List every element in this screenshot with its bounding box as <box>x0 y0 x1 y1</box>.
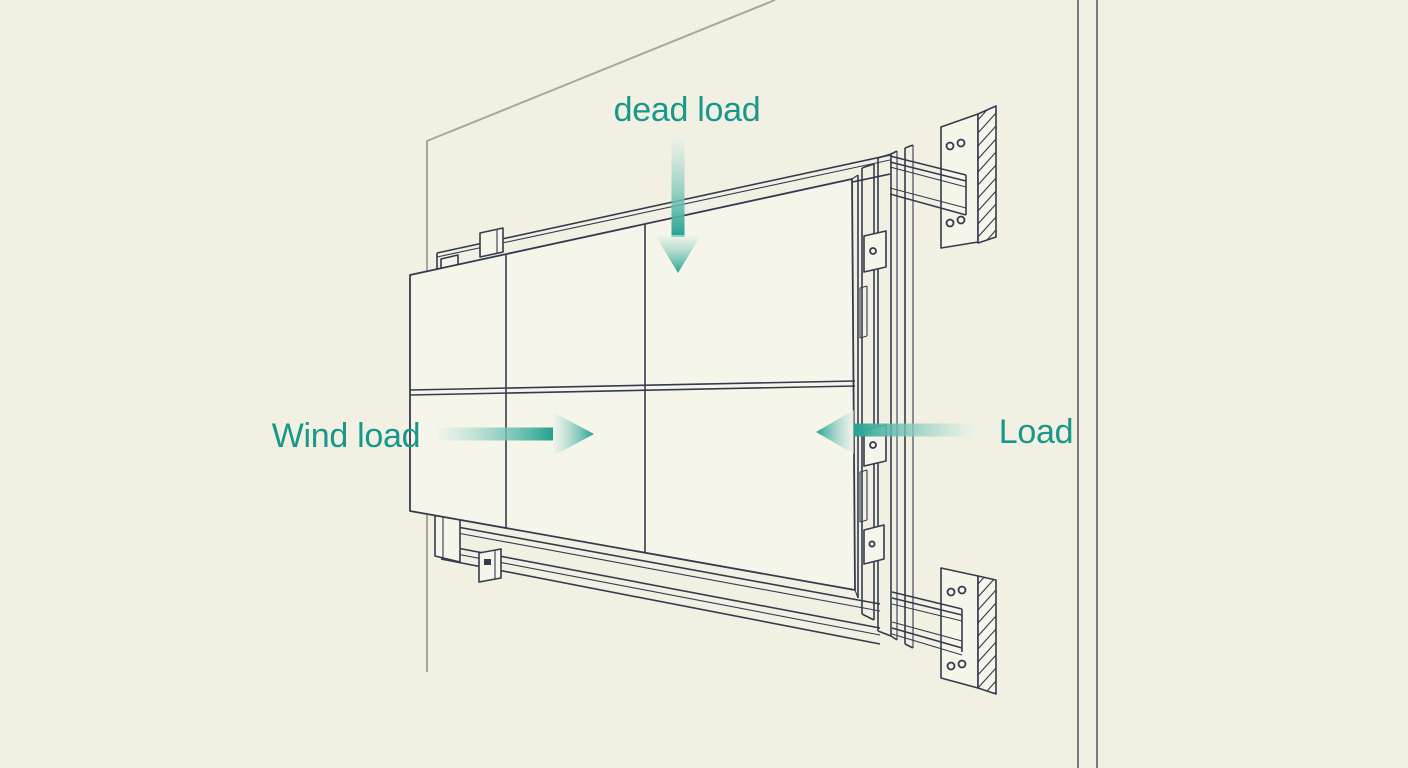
bolt-hole <box>868 540 876 548</box>
bolt-hole <box>869 247 877 255</box>
rail-clip <box>479 227 504 258</box>
bolt-hole <box>957 585 967 595</box>
wall-corner-lines <box>1077 0 1098 768</box>
load-arrow <box>816 410 976 454</box>
top-wall-bracket <box>889 105 997 249</box>
bolt-hole <box>869 441 877 449</box>
bracket-plate <box>863 230 887 273</box>
bottom-rail <box>434 513 881 645</box>
bolt-hole <box>946 661 956 671</box>
panel-joint-horizontal <box>409 385 856 396</box>
panel-grid <box>409 174 859 599</box>
bolt-hole <box>945 141 955 151</box>
bolt-hole <box>956 138 966 148</box>
top-ibeam-arm <box>889 155 967 216</box>
bottom-ibeam-arm <box>891 591 963 656</box>
bolt-hole <box>957 659 967 669</box>
dead-load-label: dead load <box>614 91 761 129</box>
wind-load-label: Wind load <box>272 417 421 455</box>
panel-joint-horizontal <box>409 380 856 391</box>
bolt-hole <box>946 587 956 597</box>
rail-hanger-clip <box>478 548 502 583</box>
hatch-lines <box>978 576 996 694</box>
hatch-lines <box>978 106 996 243</box>
dead-load-arrow <box>655 136 701 273</box>
load-label: Load <box>999 413 1073 451</box>
rail-end-cap <box>434 513 461 563</box>
wind-load-arrow <box>437 412 594 456</box>
anchor-plate <box>940 113 979 249</box>
anchor-plate <box>940 567 979 689</box>
mullion-brackets <box>859 230 887 565</box>
bolt-hole <box>945 218 955 228</box>
bolt-hole <box>956 215 966 225</box>
bottom-wall-bracket <box>891 567 997 695</box>
